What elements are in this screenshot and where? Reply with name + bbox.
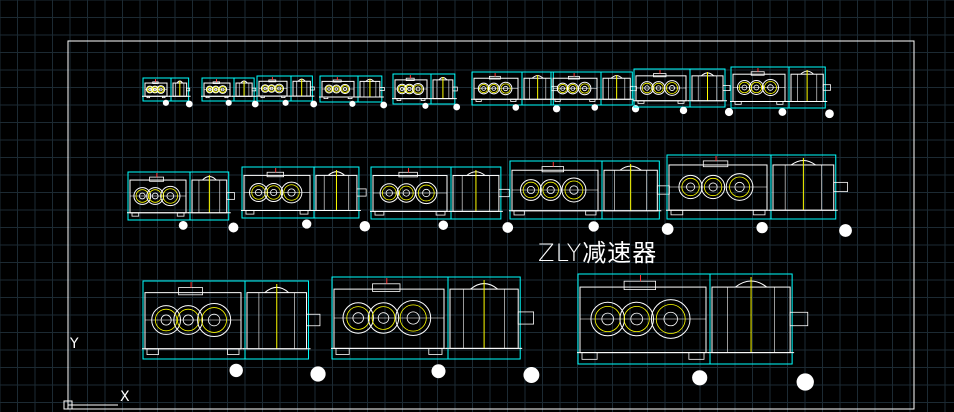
ucs-icon xyxy=(63,345,118,410)
reducer-view-14 xyxy=(666,154,852,237)
reducer-view-9 xyxy=(730,66,834,119)
reducer-view-4 xyxy=(319,75,388,109)
reducer-view-17 xyxy=(577,273,814,391)
reducer-view-12 xyxy=(370,166,514,233)
reducer-view-6 xyxy=(471,71,561,113)
reducer-view-5 xyxy=(392,73,461,111)
reducer-view-10 xyxy=(127,171,239,233)
reducer-view-15 xyxy=(142,280,326,382)
reducer-views xyxy=(127,66,852,391)
reducer-view-16 xyxy=(331,276,540,383)
ucs-y-axis-label: Y xyxy=(70,336,79,352)
reducer-view-11 xyxy=(241,166,371,232)
reducer-view-13 xyxy=(509,160,674,235)
reducer-view-7 xyxy=(550,71,640,113)
reducer-view-3 xyxy=(256,75,318,108)
ucs-x-axis-label: X xyxy=(120,389,130,405)
reducer-view-2 xyxy=(201,77,259,108)
drawing-title: ZLY减速器 xyxy=(538,239,658,267)
drawing-frame xyxy=(67,40,915,410)
reducer-view-8 xyxy=(633,68,734,117)
reducer-view-1 xyxy=(142,77,193,108)
